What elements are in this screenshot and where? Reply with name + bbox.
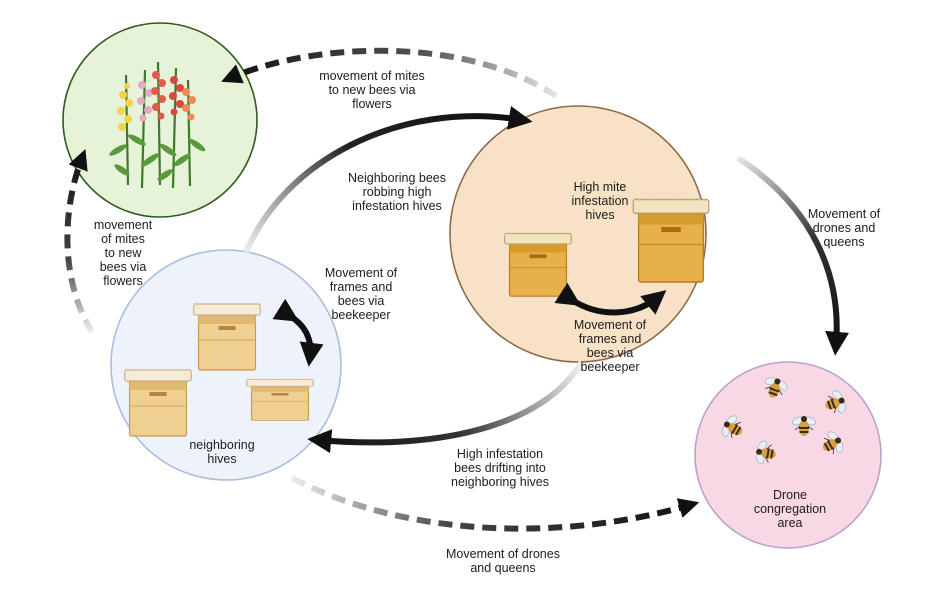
arrow-beekeeper-center bbox=[554, 282, 667, 316]
arrow-drones-bottom bbox=[290, 475, 700, 532]
label-drones-bottom: Movement of drones and queens bbox=[446, 547, 560, 575]
label-mites-left: movement of mites to new bees via flower… bbox=[93, 218, 153, 288]
label-drifting: High infestation bees drifting into neig… bbox=[451, 447, 549, 489]
label-mites-top: movement of mites to new bees via flower… bbox=[319, 69, 425, 111]
flowers-icon bbox=[109, 61, 206, 189]
label-robbing: Neighboring bees robbing high infestatio… bbox=[348, 171, 446, 213]
arrow-drifting bbox=[307, 360, 585, 454]
hive-box-icon bbox=[123, 369, 193, 437]
arrow-robbing bbox=[243, 106, 533, 254]
label-drones-right: Movement of drones and queens bbox=[807, 207, 881, 249]
arrow-beekeeper-left bbox=[272, 298, 324, 367]
hive-box-icon bbox=[503, 232, 573, 298]
arrow-mites-top bbox=[221, 47, 558, 99]
hive-box-icon bbox=[245, 378, 315, 422]
label-drone-area: Drone congregation area bbox=[753, 488, 827, 530]
hive-box-icon bbox=[192, 303, 262, 371]
label-high-mite-hives: High mite infestation hives bbox=[571, 180, 629, 222]
arrow-drones-right bbox=[736, 155, 850, 356]
label-beekeeper-left: Movement of frames and bees via beekeepe… bbox=[324, 266, 398, 322]
arrow-mites-left bbox=[64, 149, 95, 334]
label-neighboring-hives: neighboring hives bbox=[189, 438, 255, 466]
label-beekeeper-center: Movement of frames and bees via beekeepe… bbox=[573, 318, 647, 374]
